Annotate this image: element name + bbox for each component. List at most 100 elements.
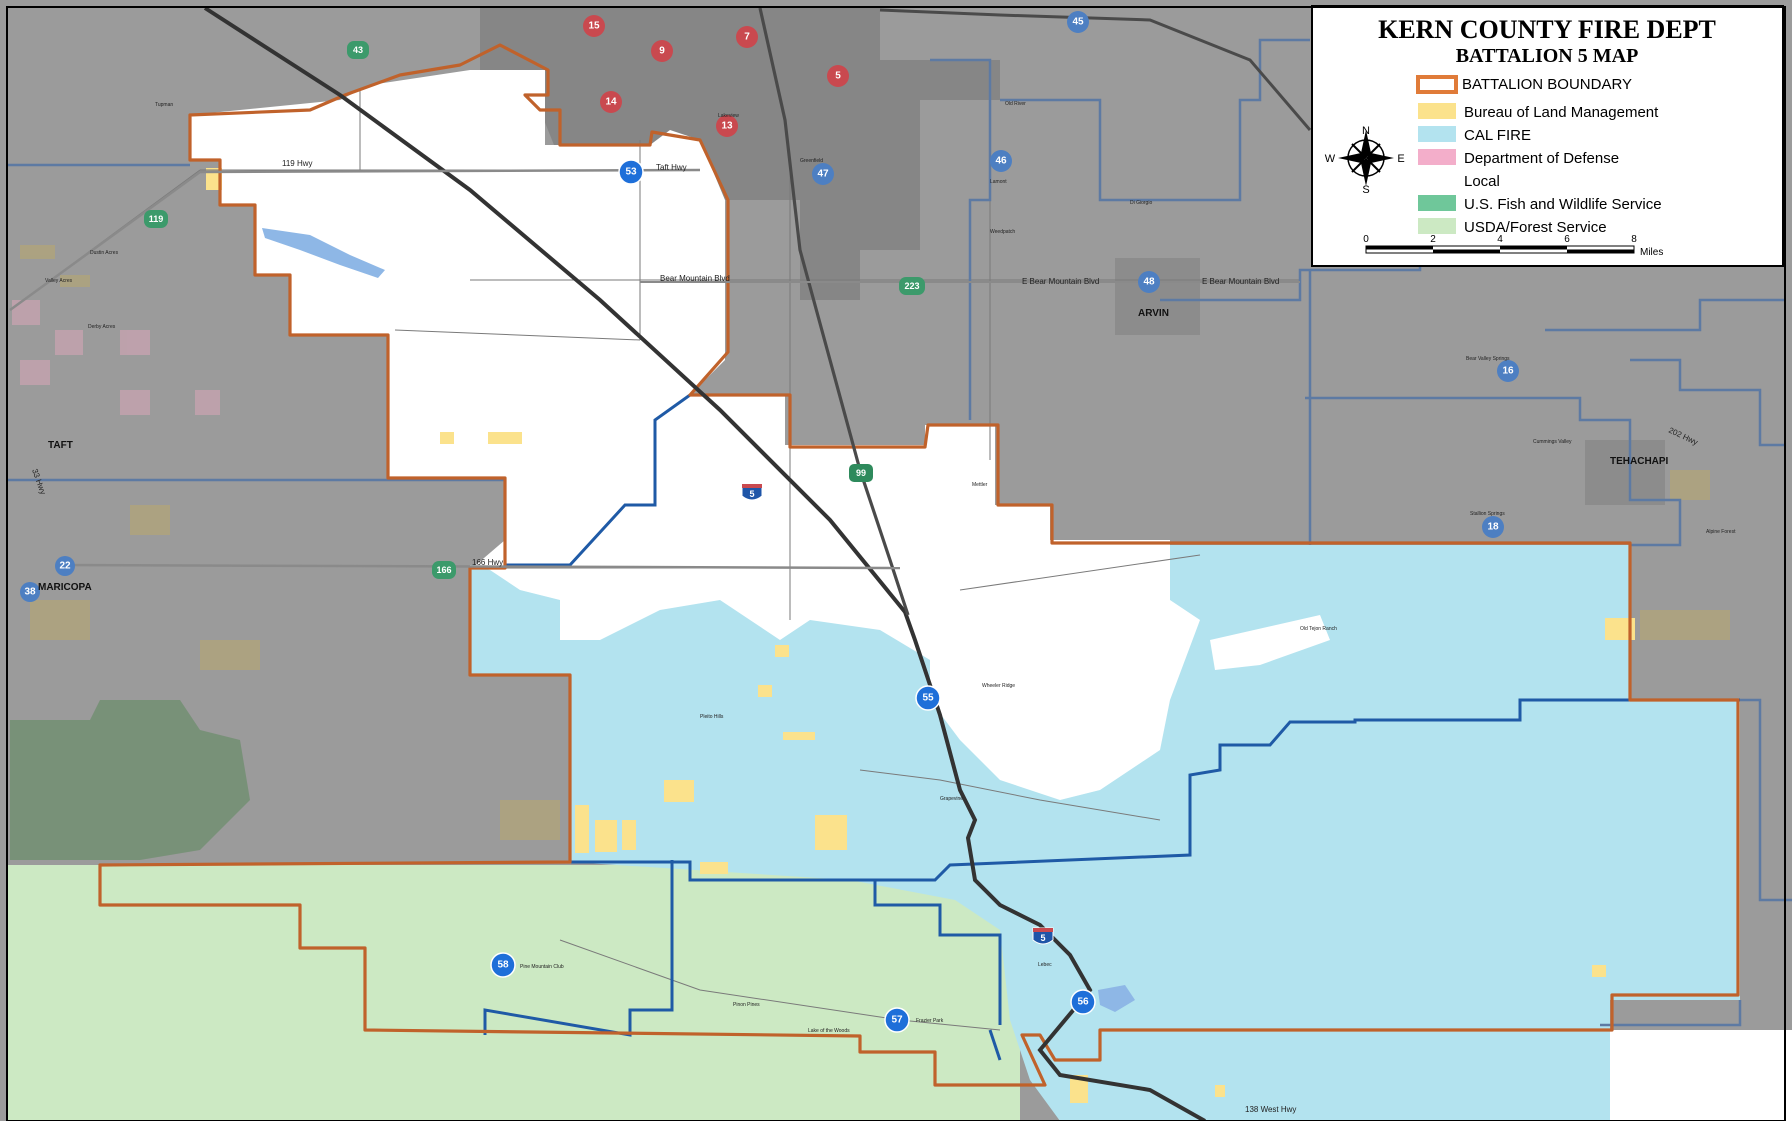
arvin-urban-area (1115, 258, 1200, 335)
svg-text:Valley Acres: Valley Acres (45, 278, 73, 284)
scale-bar: 0 2 4 6 8 Miles (1363, 234, 1663, 258)
label-hwy166: 166 Hwy (472, 558, 503, 567)
route-shield-119: 119 (144, 210, 168, 228)
svg-text:48: 48 (1143, 277, 1155, 288)
svg-text:Stallion Springs: Stallion Springs (1470, 511, 1505, 517)
svg-text:Dustin Acres: Dustin Acres (90, 250, 119, 256)
svg-text:18: 18 (1487, 522, 1499, 533)
legend-item-local: Local (1418, 172, 1500, 190)
svg-text:53: 53 (625, 167, 637, 178)
svg-text:Old River: Old River (1005, 101, 1026, 107)
forest-service-area (8, 865, 1020, 1121)
tehachapi-urban-area (1585, 440, 1665, 505)
pond (1098, 985, 1135, 1012)
station-9[interactable]: 9 (651, 40, 673, 62)
svg-text:Bureau of Land Management: Bureau of Land Management (1464, 104, 1659, 121)
route-shields: 43 119 223 99 166 (144, 41, 925, 579)
local-area (190, 70, 1200, 800)
svg-text:119: 119 (149, 214, 164, 224)
legend-item-forest: USDA/Forest Service (1418, 218, 1607, 236)
station-46[interactable]: 46 (990, 150, 1012, 172)
svg-text:BATTALION BOUNDARY: BATTALION BOUNDARY (1462, 76, 1632, 93)
station-16[interactable]: 16 (1497, 360, 1519, 382)
label-hwy119: 119 Hwy (282, 159, 313, 168)
station-56[interactable]: 56 (1070, 989, 1096, 1015)
svg-text:8: 8 (1631, 234, 1637, 245)
station-45[interactable]: 45 (1067, 11, 1089, 33)
svg-text:Frazier Park: Frazier Park (916, 1018, 944, 1024)
legend-item-fws: U.S. Fish and Wildlife Service (1418, 195, 1662, 213)
station-15[interactable]: 15 (583, 15, 605, 37)
town-taft: TAFT (48, 440, 73, 451)
svg-text:45: 45 (1072, 17, 1084, 28)
blm-outside-tint (20, 245, 1730, 840)
svg-text:Weedpatch: Weedpatch (990, 229, 1015, 235)
station-58[interactable]: 58 (490, 952, 516, 978)
svg-text:Cummings Valley: Cummings Valley (1533, 439, 1572, 445)
legend-box (1311, 5, 1784, 267)
station-18[interactable]: 18 (1482, 516, 1504, 538)
svg-text:Pine Mountain Club: Pine Mountain Club (520, 964, 564, 970)
town-arvin: ARVIN (1138, 308, 1169, 319)
svg-text:46: 46 (995, 156, 1007, 167)
station-14[interactable]: 14 (600, 91, 622, 113)
svg-text:Mettler: Mettler (972, 482, 988, 488)
svg-text:E: E (1397, 153, 1404, 165)
station-55[interactable]: 55 (915, 685, 941, 711)
tejon-local-parcel (1210, 615, 1330, 670)
svg-text:223: 223 (904, 281, 919, 291)
legend: KERN COUNTY FIRE DEPT BATTALION 5 MAP BA… (1311, 5, 1784, 267)
station-47[interactable]: 47 (812, 163, 834, 185)
svg-text:Miles: Miles (1640, 247, 1663, 258)
legend-item-blm: Bureau of Land Management (1418, 103, 1659, 121)
svg-text:W: W (1325, 153, 1336, 165)
legend-title: KERN COUNTY FIRE DEPT (1378, 15, 1716, 44)
svg-text:58: 58 (497, 960, 509, 971)
bakersfield-urban-area (480, 8, 1000, 300)
svg-text:6: 6 (1564, 234, 1570, 245)
station-48[interactable]: 48 (1138, 271, 1160, 293)
svg-text:Derby Acres: Derby Acres (88, 324, 116, 330)
station-13[interactable]: 13 (716, 115, 738, 137)
svg-text:Local: Local (1464, 173, 1500, 190)
hwy-166 (59, 563, 901, 570)
station-22[interactable]: 22 (55, 556, 75, 576)
route-shield-99: 99 (849, 464, 873, 482)
svg-text:13: 13 (721, 121, 733, 132)
svg-text:5: 5 (835, 71, 841, 82)
svg-text:Department of Defense: Department of Defense (1464, 150, 1619, 167)
route-shield-166: 166 (432, 561, 456, 579)
svg-text:USDA/Forest Service: USDA/Forest Service (1464, 219, 1607, 236)
compass-rose-icon: N S W E (1325, 125, 1405, 196)
svg-text:56: 56 (1077, 997, 1089, 1008)
fws-tint (10, 700, 250, 860)
station-markers-blue: 53 47 46 45 48 16 18 55 56 57 58 22 38 (20, 11, 1519, 1033)
legend-subtitle: BATTALION 5 MAP (1456, 45, 1639, 67)
legend-item-calfire: CAL FIRE (1418, 126, 1531, 144)
station-district-lines (8, 38, 1792, 1027)
label-hwy138: 138 West Hwy (1245, 1105, 1296, 1114)
svg-text:2: 2 (1430, 234, 1436, 245)
svg-text:Bear Valley Springs: Bear Valley Springs (1466, 356, 1510, 362)
svg-text:22: 22 (59, 561, 71, 572)
station-5[interactable]: 5 (827, 65, 849, 87)
svg-text:16: 16 (1502, 366, 1514, 377)
legend-item-dod: Department of Defense (1418, 149, 1619, 167)
svg-text:15: 15 (588, 21, 600, 32)
station-7[interactable]: 7 (736, 26, 758, 48)
svg-text:7: 7 (744, 32, 750, 43)
svg-text:U.S. Fish and Wildlife Service: U.S. Fish and Wildlife Service (1464, 196, 1662, 213)
hwy-119 (9, 168, 701, 312)
svg-text:Old Tejon Ranch: Old Tejon Ranch (1300, 626, 1337, 632)
station-38[interactable]: 38 (20, 582, 40, 602)
legend-item-boundary: BATTALION BOUNDARY (1416, 75, 1632, 94)
svg-text:99: 99 (856, 468, 866, 478)
station-57[interactable]: 57 (884, 1007, 910, 1033)
svg-text:Tupman: Tupman (155, 102, 173, 108)
svg-text:CAL FIRE: CAL FIRE (1464, 127, 1531, 144)
station-53[interactable]: 53 (618, 159, 644, 185)
svg-text:9: 9 (659, 46, 665, 57)
svg-text:Lamont: Lamont (990, 179, 1007, 185)
se-local-parcel (1610, 1030, 1792, 1121)
